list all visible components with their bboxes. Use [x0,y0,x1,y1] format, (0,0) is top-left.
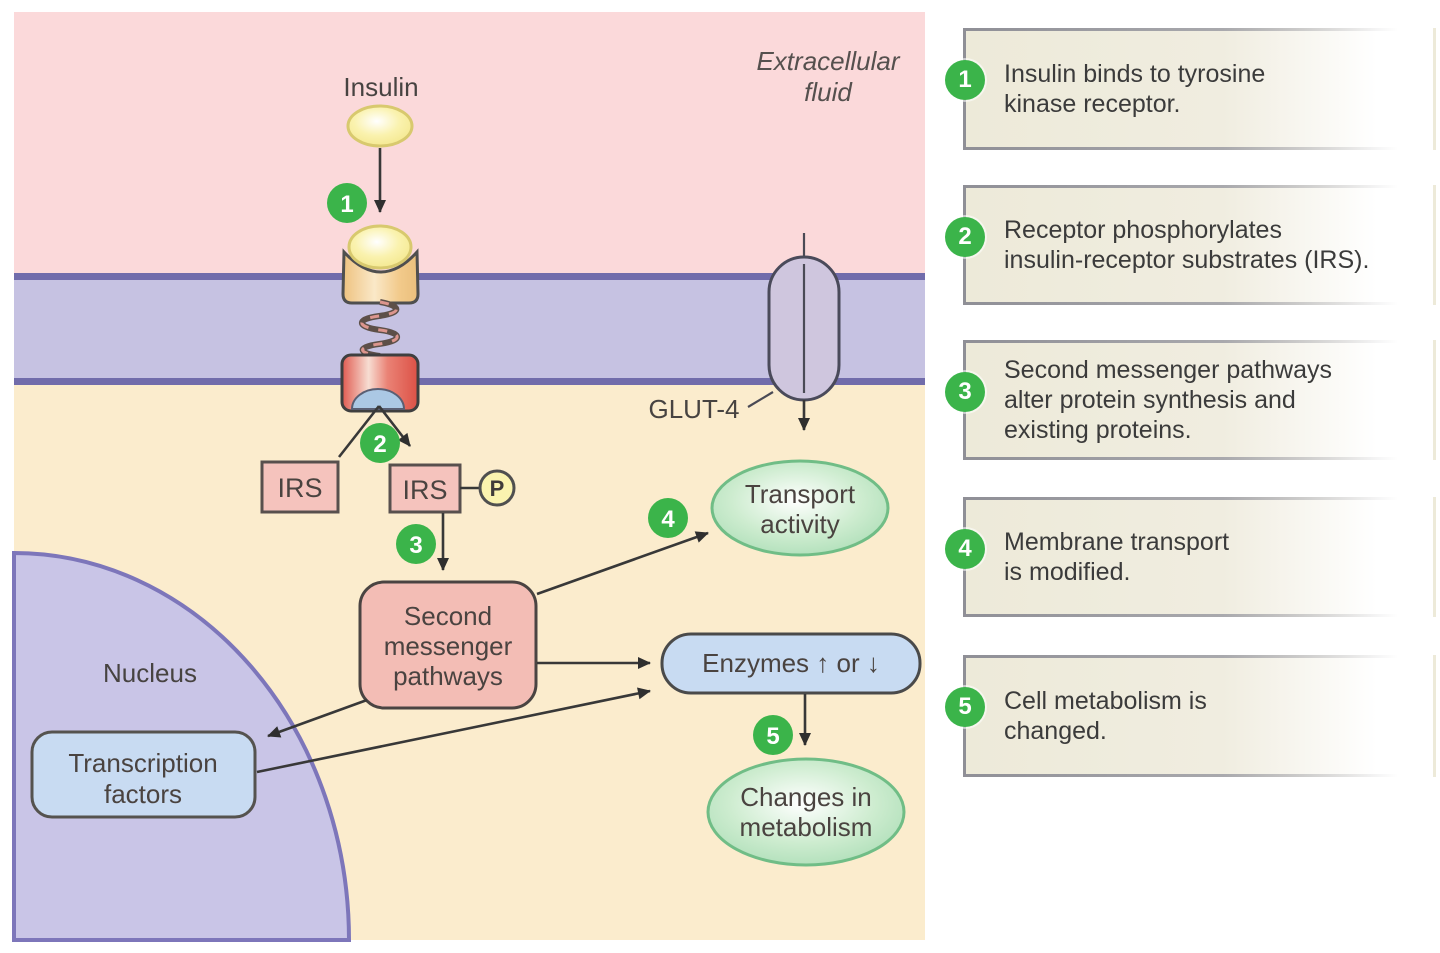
enzymes-node: Enzymes ↑ or ↓ [660,632,922,695]
transport-activity-line2: activity [760,509,839,539]
messenger-to-transcription-arrow [267,698,368,738]
step-4-badge: 4 [945,529,985,569]
transport-activity-ellipse [710,459,890,557]
insulin-label: Insulin [343,72,418,102]
enzymes-label: Enzymes ↑ or ↓ [702,648,880,678]
pathway-arrows [256,531,811,774]
transcription-factors-box [30,730,257,819]
marker-1: 1 [327,183,367,223]
step-2-badge: 2 [945,217,985,257]
marker-3-number: 3 [409,532,422,559]
extracellular-region [14,12,925,273]
marker-3: 3 [396,524,436,564]
insulin-receptor-complex: Insulin [337,72,420,458]
step-5-line2: changed. [1004,717,1107,745]
extracellular-label-line1: Extracellular [756,46,900,76]
step-box-4: 4 Membrane transport is modified. [945,497,1436,617]
irs-box-right [388,463,462,514]
second-messenger-line1: Second [404,601,492,631]
marker-2: 2 [360,423,400,463]
step-3-line2: alter protein synthesis and [1004,386,1296,414]
step-4-line2: is modified. [1004,558,1131,586]
insulin-molecule [346,104,414,148]
step-5-text: Cell metabolism is changed. [1004,686,1207,746]
phosphorylation-line-left [337,405,381,458]
step-4-text: Membrane transport is modified. [1004,527,1229,587]
step-5-line1: Cell metabolism is [1004,687,1207,715]
glut4-label: GLUT-4 [648,394,739,424]
step-1-line1: Insulin binds to tyrosine [1004,60,1266,88]
membrane-edge-top [14,273,925,280]
step-2-line1: Receptor phosphorylates [1004,216,1282,244]
irs-left-label: IRS [277,473,322,503]
bound-insulin [347,224,413,270]
transcription-factors-line1: Transcription [68,748,217,778]
marker-4: 4 [648,498,688,538]
changes-metabolism-ellipse [706,757,906,867]
transcription-to-enzymes-arrow [256,687,651,774]
step-2-line2: insulin-receptor substrates (IRS). [1004,246,1370,274]
messenger-to-transport-arrow [536,531,709,596]
step-3-text: Second messenger pathways alter protein … [1004,355,1332,445]
extracellular-label-line2: fluid [804,77,853,107]
marker-2-number: 2 [373,431,386,458]
step-3-badge: 3 [945,372,985,412]
irs-box-left [260,460,340,514]
marker-1-number: 1 [340,191,353,218]
step-4-line1: Membrane transport [1004,528,1230,556]
marker-5: 5 [753,715,793,755]
changes-metabolism-node: Changes in metabolism [706,757,906,867]
phosphate-group [478,469,516,507]
step-3-line3: existing proteins. [1004,416,1192,444]
transcription-factors-node: Transcription factors [30,730,257,819]
second-messenger-line3: pathways [393,661,503,691]
irs-right-label: IRS [402,475,447,505]
second-messenger-node: Second messenger pathways [358,580,538,710]
step-box-2: 2 Receptor phosphorylates insulin-recept… [945,185,1436,305]
glut4-transporter: GLUT-4 [648,233,841,431]
transport-activity-node: Transport activity [710,459,890,557]
pathway-diagram: Nucleus Extracellular fluid GLUT-4 Insul… [12,12,925,942]
transcription-factors-line2: factors [104,779,182,809]
nucleus-label: Nucleus [103,658,197,688]
step-3-line1: Second messenger pathways [1004,356,1332,384]
irs-nodes: IRS IRS P [260,460,516,571]
second-messenger-line2: messenger [384,631,513,661]
step-1-text: Insulin binds to tyrosine kinase recepto… [1004,59,1265,119]
step-box-3: 3 Second messenger pathways alter protei… [945,340,1436,460]
phosphate-label: P [490,476,505,501]
phosphorylation-arrow-right [377,405,412,447]
second-messenger-box [358,580,538,710]
receptor-cup [341,248,420,305]
enzymes-box [660,632,922,695]
kinase-active-site [350,388,406,410]
membrane-edge-bottom [14,378,925,385]
step-1-line2: kinase receptor. [1004,90,1181,118]
step-5-badge: 5 [945,687,985,727]
marker-4-number: 4 [661,506,675,533]
diagram-step-markers: 1 2 3 4 5 [327,183,793,755]
marker-5-number: 5 [766,723,779,750]
step-2-text: Receptor phosphorylates insulin-receptor… [1004,215,1369,275]
changes-metabolism-line2: metabolism [740,812,873,842]
step-box-1: 1 Insulin binds to tyrosine kinase recep… [945,28,1436,150]
step-box-5: 5 Cell metabolism is changed. [945,655,1436,777]
transport-activity-line1: Transport [745,479,856,509]
spring-coil-highlight [360,300,399,358]
changes-metabolism-line1: Changes in [740,782,872,812]
step-1-badge: 1 [945,60,985,100]
